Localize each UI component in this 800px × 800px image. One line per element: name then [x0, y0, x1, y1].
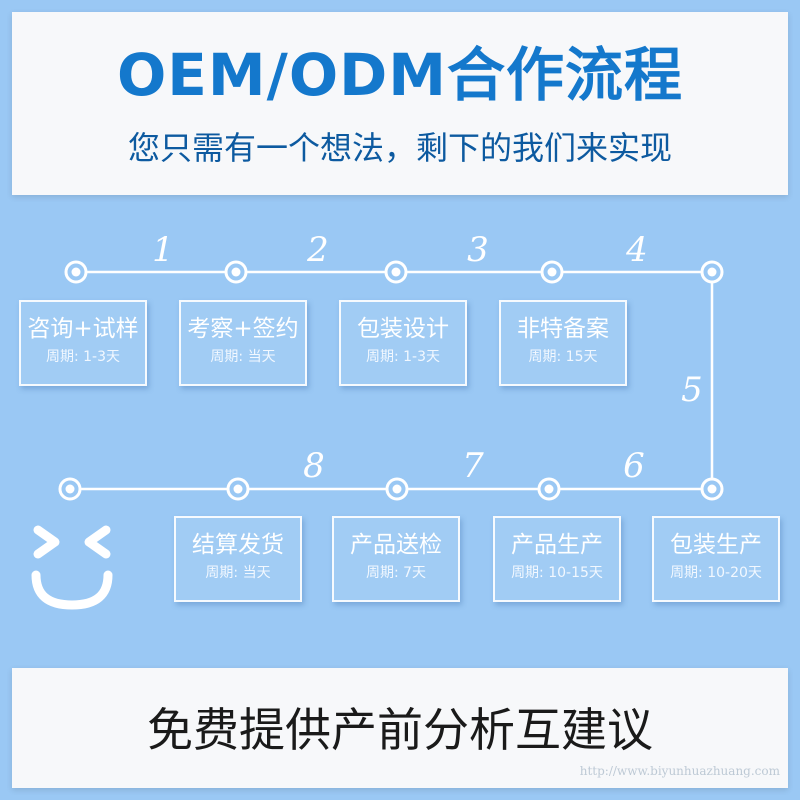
- step-name: 产品送检: [350, 532, 442, 558]
- step-name: 咨询+试样: [27, 316, 139, 342]
- step-box-3: 包装设计周期: 1-3天: [339, 300, 467, 386]
- step-box-7: 产品送检周期: 7天: [332, 516, 460, 602]
- step-box-1: 咨询+试样周期: 1-3天: [19, 300, 147, 386]
- page-title: OEM/ODM合作流程: [117, 41, 683, 109]
- flow-node-dot: [71, 267, 81, 277]
- step-period: 周期: 10-20天: [670, 565, 762, 581]
- step-number: 8: [303, 446, 325, 486]
- step-number: 6: [623, 446, 645, 486]
- flow-node-dot: [707, 267, 717, 277]
- step-number: 2: [307, 230, 329, 270]
- step-name: 包装设计: [357, 316, 449, 342]
- step-box-4: 非特备案周期: 15天: [499, 300, 627, 386]
- footer-panel: 免费提供产前分析互建议 http://www.biyunhuazhuang.co…: [12, 668, 788, 788]
- flow-node-dot: [233, 484, 243, 494]
- step-number: 1: [152, 230, 174, 270]
- step-box-8: 结算发货周期: 当天: [174, 516, 302, 602]
- step-box-2: 考察+签约周期: 当天: [179, 300, 307, 386]
- step-period: 周期: 10-15天: [511, 565, 603, 581]
- flow-node-dot: [392, 484, 402, 494]
- step-period: 周期: 当天: [205, 565, 271, 581]
- step-period: 周期: 当天: [210, 349, 276, 365]
- step-box-6: 产品生产周期: 10-15天: [493, 516, 621, 602]
- step-number: 4: [626, 230, 648, 270]
- step-name: 包装生产: [670, 532, 762, 558]
- step-name: 非特备案: [517, 316, 609, 342]
- flow-node-dot: [707, 484, 717, 494]
- flow-node-dot: [391, 267, 401, 277]
- smiley-face-icon: [31, 525, 113, 610]
- step-period: 周期: 7天: [365, 565, 427, 581]
- header-panel: OEM/ODM合作流程 您只需有一个想法，剩下的我们来实现: [12, 12, 788, 195]
- footer-slogan: 免费提供产前分析互建议: [147, 703, 653, 757]
- step-number: 5: [681, 370, 703, 410]
- watermark-url: http://www.biyunhuazhuang.com: [579, 764, 780, 778]
- step-number: 3: [467, 230, 489, 270]
- step-number: 7: [462, 446, 484, 486]
- flow-node-dot: [544, 484, 554, 494]
- flow-node-dot: [231, 267, 241, 277]
- step-period: 周期: 1-3天: [45, 349, 121, 365]
- flow-node-dot: [547, 267, 557, 277]
- step-name: 产品生产: [511, 532, 603, 558]
- page-subtitle: 您只需有一个想法，剩下的我们来实现: [127, 129, 672, 167]
- step-box-5: 包装生产周期: 10-20天: [652, 516, 780, 602]
- step-name: 考察+签约: [187, 316, 299, 342]
- step-period: 周期: 1-3天: [365, 349, 441, 365]
- step-period: 周期: 15天: [528, 349, 598, 365]
- step-name: 结算发货: [192, 532, 284, 558]
- flow-node-dot: [65, 484, 75, 494]
